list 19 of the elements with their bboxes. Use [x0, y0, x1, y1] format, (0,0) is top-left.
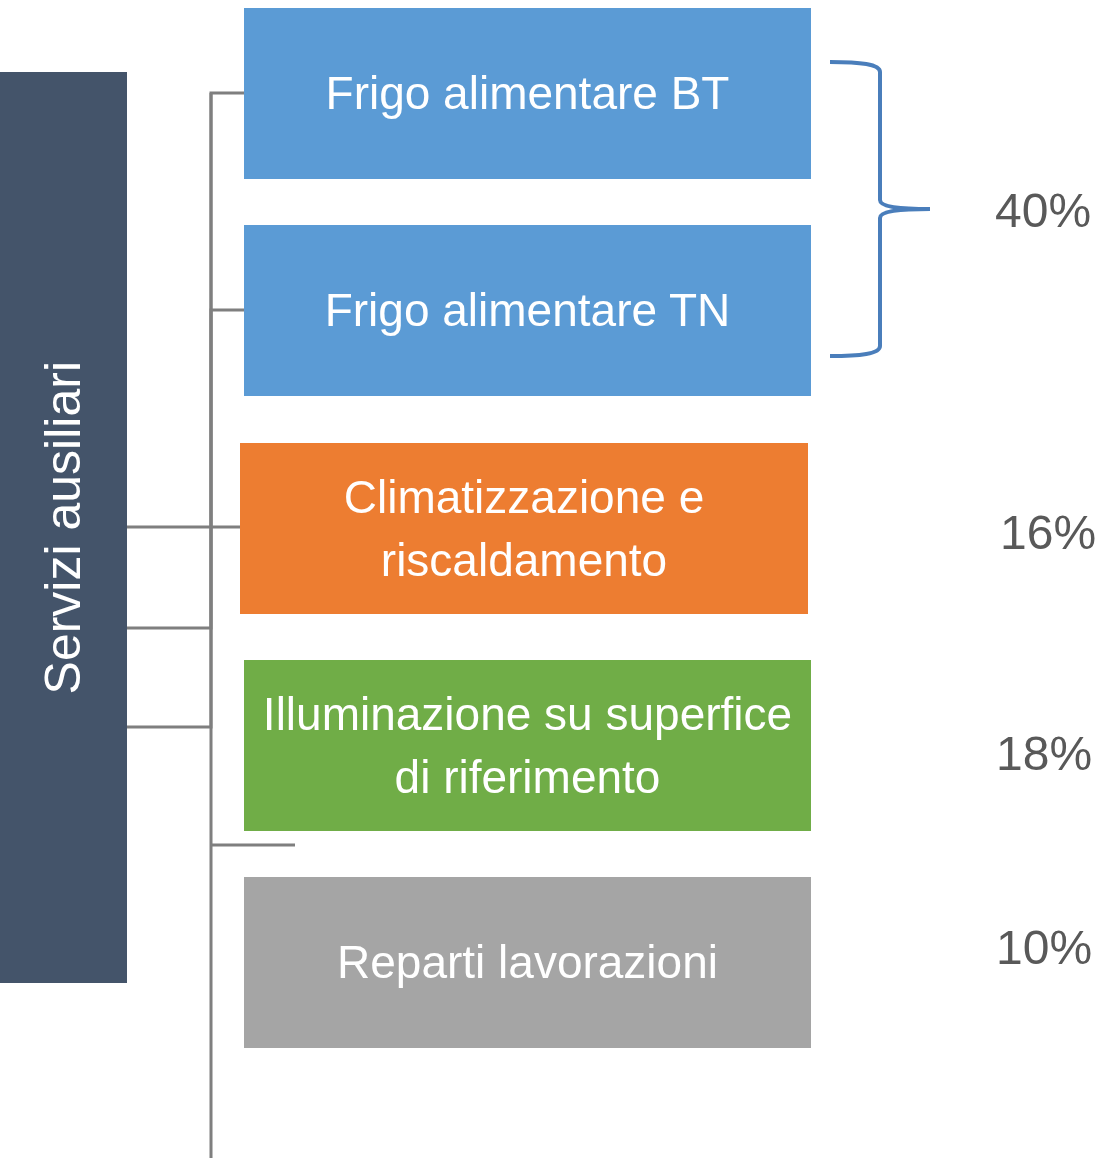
percentage-label: 10% — [996, 920, 1093, 975]
connector-line — [127, 525, 240, 529]
category-bar — [0, 72, 127, 983]
percentage-label: 40% — [995, 183, 1092, 238]
percentage-label: 16% — [1000, 505, 1097, 560]
category-box — [244, 8, 811, 179]
node-text: Illuminazione su superfice di riferimento — [261, 687, 794, 805]
node-text: Servizi ausiliari — [33, 360, 92, 695]
category-box — [244, 877, 811, 1048]
node-text: Frigo alimentare BT — [325, 66, 730, 122]
category-box — [244, 225, 811, 396]
node-text: Climatizzazione e riscaldamento — [342, 470, 706, 588]
node-text: Frigo alimentare TN — [324, 283, 731, 339]
node-text: Reparti lavorazioni — [337, 935, 718, 991]
category-box — [244, 660, 811, 831]
category-box — [240, 443, 808, 614]
connector-line — [127, 308, 244, 729]
connector-line — [127, 91, 244, 630]
percentage-label: 18% — [996, 726, 1093, 781]
